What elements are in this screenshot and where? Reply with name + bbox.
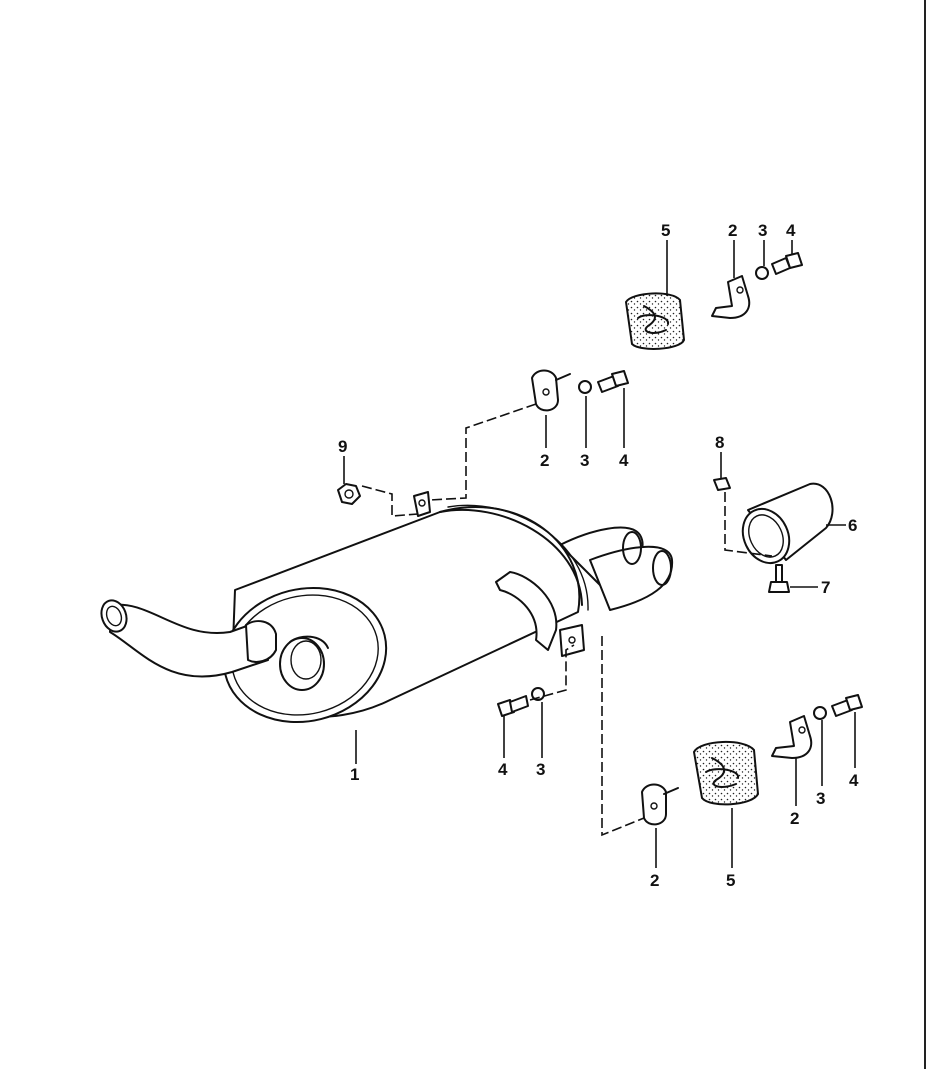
callout-4-bottom-right: 4 — [849, 771, 859, 790]
outlet-stub — [279, 635, 329, 691]
callout-4-upper: 4 — [619, 451, 629, 470]
muffler — [222, 504, 674, 724]
callout-7: 7 — [821, 578, 830, 597]
callout-5-bottom: 5 — [726, 871, 735, 890]
callout-3-top: 3 — [758, 221, 767, 240]
nut-9 — [337, 483, 361, 505]
callout-3-upper: 3 — [580, 451, 589, 470]
washer-top-right — [755, 266, 769, 280]
front-hanger-tab — [413, 491, 431, 517]
screw-7 — [768, 564, 790, 593]
inlet-pipe — [100, 599, 277, 678]
callout-2-top: 2 — [728, 221, 737, 240]
clamp-bracket-lower — [641, 783, 679, 826]
leader-lines — [343, 240, 856, 868]
callout-9: 9 — [338, 437, 347, 456]
rear-hanger-bracket — [495, 571, 585, 657]
bolt-bottom-right — [831, 694, 863, 717]
callout-8: 8 — [715, 433, 724, 452]
callout-1: 1 — [350, 765, 359, 784]
washer-bottom-right — [813, 706, 827, 720]
callout-4-lower-left: 4 — [498, 760, 508, 779]
clip-nut-8 — [713, 477, 731, 491]
clamp-bracket-bottom-right — [771, 715, 813, 759]
bolt-upper — [597, 370, 629, 393]
bolt-top-right — [771, 252, 803, 275]
washer-upper — [578, 380, 592, 394]
clamp-bracket-upper — [531, 369, 571, 412]
bolt-lower-left — [497, 695, 529, 717]
washer-lower-left — [531, 687, 545, 701]
callout-3-lower-left: 3 — [536, 760, 545, 779]
rubber-mount-bottom — [693, 740, 759, 806]
page-border-line — [924, 0, 926, 1069]
tailpipe-outlets — [559, 526, 674, 611]
callout-3-bottom-right: 3 — [816, 789, 825, 808]
callout-4-top: 4 — [786, 221, 796, 240]
callout-2-bottom: 2 — [650, 871, 659, 890]
clamp-bracket-top-right — [711, 275, 751, 319]
callout-2-bottom-right: 2 — [790, 809, 799, 828]
tailpipe-trim-6 — [741, 482, 834, 565]
callout-2-upper: 2 — [540, 451, 549, 470]
rubber-mount-top — [625, 292, 685, 350]
assembly-lines — [361, 403, 773, 837]
callout-5-top: 5 — [661, 221, 670, 240]
callout-labels: 1 2 3 4 9 5 2 3 4 8 6 7 4 3 2 5 2 3 4 — [338, 221, 859, 890]
callout-6: 6 — [848, 516, 857, 535]
